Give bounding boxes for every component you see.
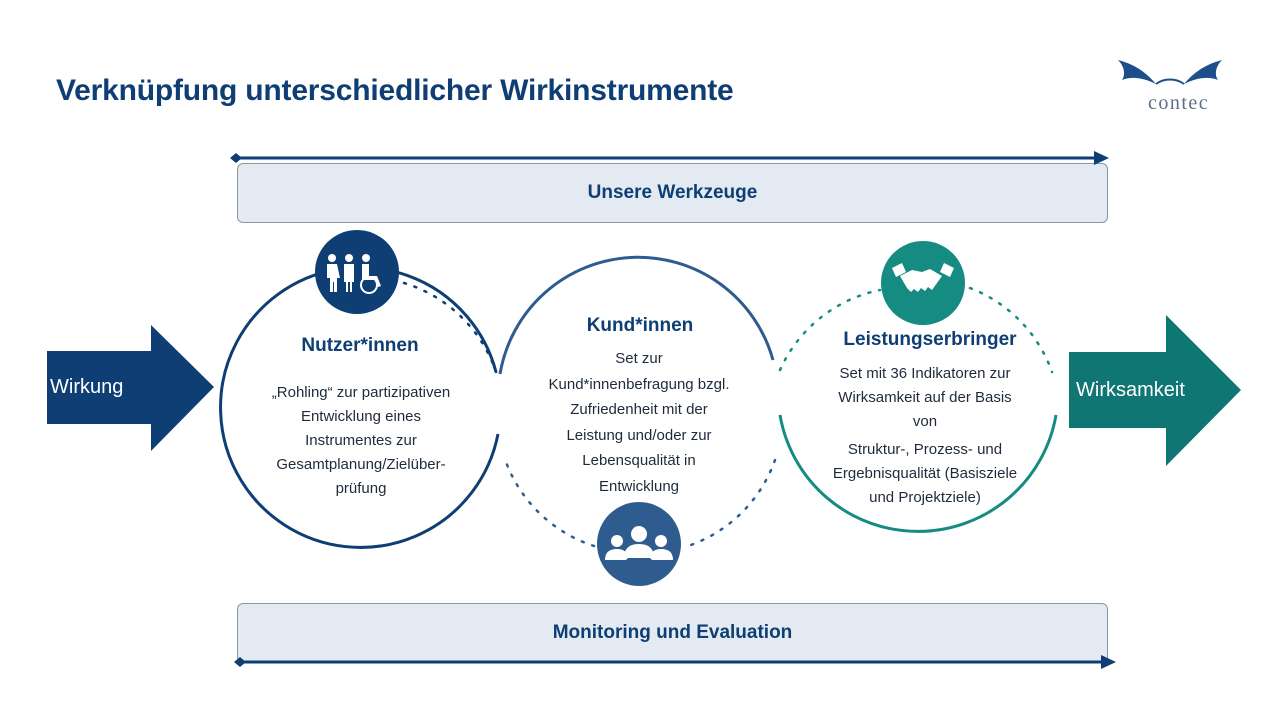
page-title: Verknüpfung unterschiedlicher Wirkinstru… — [56, 74, 734, 107]
users-line: „Rohling“ zur partizipativen — [271, 384, 451, 401]
circle-users — [219, 265, 500, 549]
providers-line: Ergebnisqualität (Basisziele — [832, 465, 1018, 482]
circle-customers — [498, 255, 777, 548]
providers-line: und Projektziele) — [869, 489, 981, 506]
band-tools: Unsere Werkzeuge — [237, 163, 1108, 223]
customers-line: Kund*innenbefragung bzgl. — [548, 375, 730, 393]
customers-line: Zufriedenheit mit der — [570, 401, 708, 418]
users-line: Gesamtplanung/Zielüber- — [276, 456, 446, 473]
wirkung-arrow — [47, 325, 214, 451]
wirksamkeit-label: Wirksamkeit — [1076, 379, 1185, 401]
customers-heading: Kund*innen — [586, 315, 694, 336]
circle-providers — [778, 286, 1058, 533]
customers-description: Set zur Kund*innenbefragung bzgl. Zufrie… — [514, 346, 764, 499]
providers-line: Set mit 36 Indikatoren zur — [839, 365, 1011, 382]
users-line: prüfung — [335, 480, 387, 497]
band-tools-label: Unsere Werkzeuge — [587, 182, 758, 203]
customers-line: Leistung und/oder zur — [566, 426, 712, 444]
contec-logo — [1118, 60, 1222, 85]
wirkung-label: Wirkung — [50, 376, 124, 398]
logo-text: contec — [1148, 92, 1210, 114]
handshake-icon — [881, 241, 965, 325]
users-line: Instrumentes zur — [305, 432, 417, 449]
providers-line: von — [912, 413, 938, 430]
wirksamkeit-arrow — [1069, 315, 1241, 466]
users-line: Entwicklung eines — [300, 408, 422, 425]
customers-line: Lebensqualität in — [582, 452, 696, 469]
band-monitoring-label: Monitoring und Evaluation — [552, 622, 793, 643]
people-accessibility-icon — [315, 230, 399, 314]
providers-heading: Leistungserbringer — [843, 329, 1017, 350]
bottom-timeline-arrow — [234, 655, 1116, 669]
providers-line: Wirksamkeit auf der Basis — [838, 389, 1012, 406]
providers-line: Struktur-, Prozess- und — [847, 441, 1003, 458]
users-description: „Rohling“ zur partizipativen Entwicklung… — [236, 381, 486, 501]
top-timeline-arrow — [230, 151, 1109, 165]
users-heading: Nutzer*innen — [301, 335, 419, 356]
customers-line: Set zur — [615, 350, 663, 367]
group-icon — [597, 502, 681, 586]
providers-description: Set mit 36 Indikatoren zur Wirksamkeit a… — [794, 362, 1056, 510]
customers-line: Entwicklung — [598, 477, 680, 495]
